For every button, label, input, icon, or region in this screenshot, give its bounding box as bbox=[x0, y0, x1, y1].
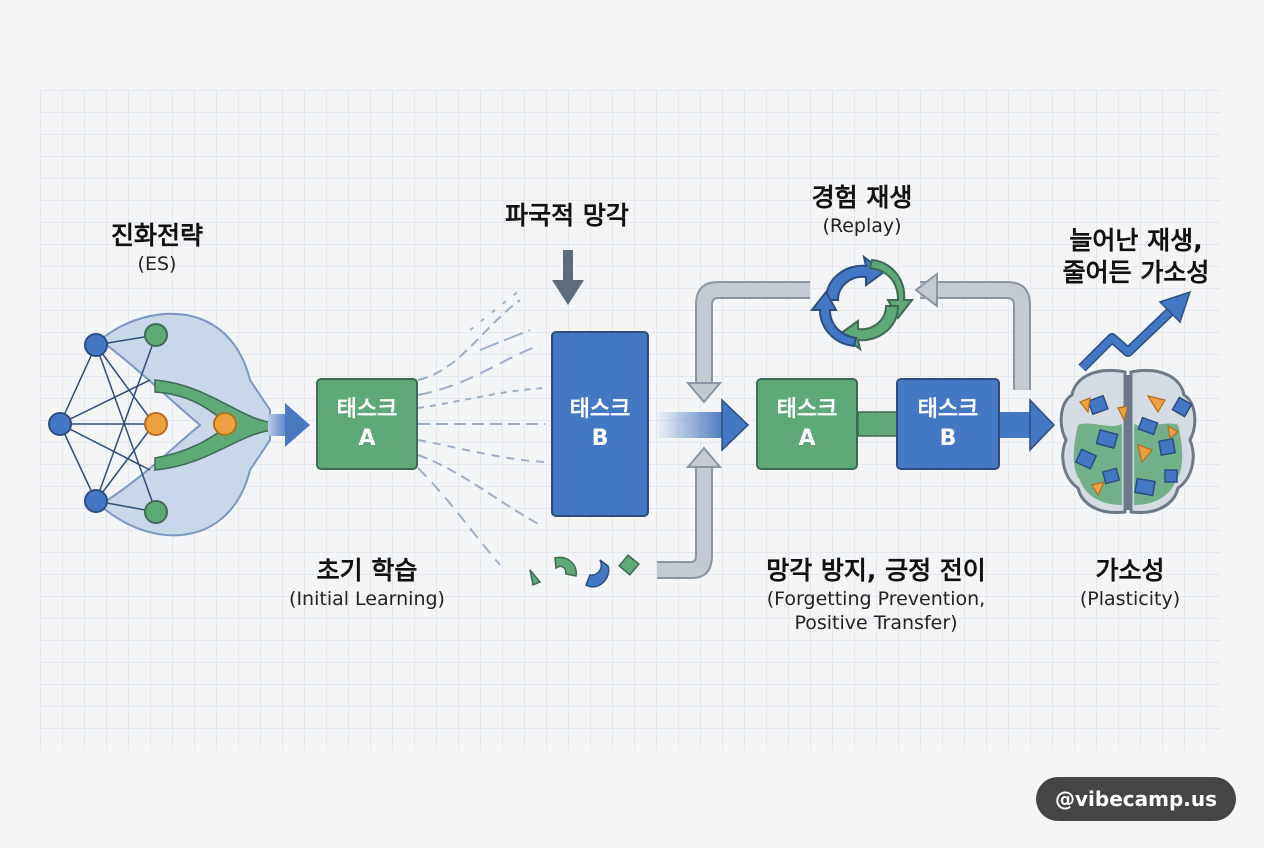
label-increased-line2: 줄어든 가소성 bbox=[1062, 258, 1210, 287]
task-a-retained-line1: 태스크 bbox=[776, 397, 838, 422]
task-b-new: 태스크 B bbox=[551, 331, 649, 517]
catastrophic-arrow bbox=[552, 250, 584, 305]
task-b-retained-line2: B bbox=[939, 426, 957, 451]
label-catastrophic: 파국적 망각 bbox=[505, 200, 629, 232]
es-node-orange-mid bbox=[144, 412, 168, 436]
label-replay-sub: (Replay) bbox=[822, 215, 902, 237]
label-es: 진화전략 (ES) bbox=[111, 220, 203, 276]
es-network bbox=[48, 312, 310, 537]
label-plasticity: 가소성 (Plasticity) bbox=[1080, 555, 1180, 611]
task-a-retained-line2: A bbox=[798, 426, 816, 451]
label-prevention-sub1: (Forgetting Prevention, bbox=[766, 588, 986, 610]
es-node-green-top bbox=[144, 323, 168, 347]
task-a-retained: 태스크 A bbox=[756, 378, 858, 470]
label-prevention-sub2: Positive Transfer) bbox=[794, 612, 958, 634]
label-initial-title: 초기 학습 bbox=[316, 556, 418, 585]
es-node-green-bottom bbox=[144, 500, 168, 524]
label-replay: 경험 재생 (Replay) bbox=[812, 182, 913, 238]
flow-arrow-to-brain bbox=[1000, 398, 1056, 452]
label-increased-line1: 늘어난 재생, bbox=[1069, 226, 1203, 255]
replay-loop-paths bbox=[657, 282, 1030, 578]
label-es-sub: (ES) bbox=[137, 253, 177, 275]
label-initial-sub: (Initial Learning) bbox=[289, 588, 445, 610]
label-es-title: 진화전략 bbox=[110, 221, 204, 250]
task-a-initial-line2: A bbox=[358, 426, 376, 451]
rising-arrow bbox=[1078, 290, 1192, 372]
loop-arrow-left bbox=[914, 271, 938, 309]
task-a-initial: 태스크 A bbox=[316, 378, 418, 470]
task-b-new-line2: B bbox=[591, 426, 609, 451]
label-catastrophic-title: 파국적 망각 bbox=[505, 201, 629, 230]
brain-icon bbox=[1059, 369, 1197, 515]
connector-a-b bbox=[857, 411, 899, 437]
loop-arrow-down bbox=[685, 382, 723, 404]
es-node-orange-out bbox=[213, 412, 237, 436]
label-prevention-title: 망각 방지, 긍정 전이 bbox=[766, 556, 986, 585]
task-b-retained-line1: 태스크 bbox=[917, 397, 979, 422]
es-flow-shape bbox=[98, 312, 271, 537]
task-b-new-line1: 태스크 bbox=[569, 397, 631, 422]
task-b-retained: 태스크 B bbox=[896, 378, 1000, 470]
label-plasticity-title: 가소성 bbox=[1095, 556, 1165, 585]
label-initial: 초기 학습 (Initial Learning) bbox=[289, 555, 445, 611]
replay-cycle-icon bbox=[809, 254, 915, 352]
es-node-input bbox=[48, 412, 72, 436]
task-a-initial-line1: 태스크 bbox=[336, 397, 398, 422]
forgetting-scatter bbox=[417, 289, 546, 566]
label-plasticity-sub: (Plasticity) bbox=[1079, 588, 1181, 610]
label-prevention: 망각 방지, 긍정 전이 (Forgetting Prevention, Pos… bbox=[766, 555, 986, 635]
es-node-bottom bbox=[84, 489, 108, 513]
replay-loop-outlines bbox=[657, 281, 1031, 579]
label-replay-title: 경험 재생 bbox=[811, 183, 913, 212]
es-node-top bbox=[84, 333, 108, 357]
broken-fragments bbox=[529, 554, 640, 588]
flow-arrow-b-to-a bbox=[655, 398, 750, 452]
es-arrow-head bbox=[285, 403, 310, 447]
label-increased: 늘어난 재생, 줄어든 가소성 bbox=[1063, 225, 1210, 289]
loop-arrow-up bbox=[685, 446, 723, 468]
watermark-badge[interactable]: @vibecamp.us bbox=[1036, 777, 1236, 821]
